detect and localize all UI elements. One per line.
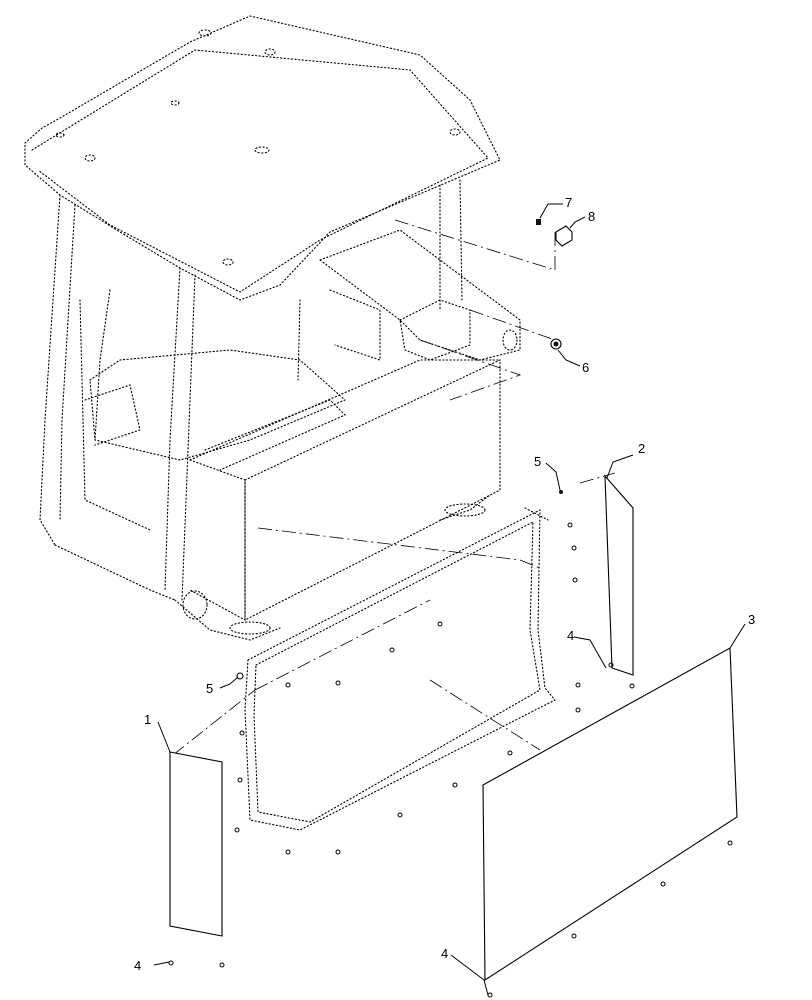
panel-3	[482, 647, 738, 982]
callout-4c: 4	[441, 946, 448, 961]
callout-1: 1	[144, 712, 151, 727]
panel-bolts	[168, 662, 733, 998]
panel-1	[169, 751, 223, 937]
callout-3: 3	[748, 612, 755, 627]
callout-7: 7	[565, 195, 572, 210]
frame-fasteners	[234, 522, 581, 855]
callout-8: 8	[588, 209, 595, 224]
callout-5b: 5	[206, 681, 213, 696]
assembly-lines	[172, 219, 616, 756]
callout-4b: 4	[567, 628, 574, 643]
callout-2: 2	[638, 441, 645, 456]
panel-2	[604, 474, 634, 676]
callout-leaders	[153, 203, 746, 996]
cab-assembly	[24, 15, 521, 641]
callout-6: 6	[582, 360, 589, 375]
callout-4a: 4	[134, 958, 141, 973]
callout-5a: 5	[534, 454, 541, 469]
fastener-parts	[236, 219, 573, 680]
tube-frame	[244, 507, 556, 831]
